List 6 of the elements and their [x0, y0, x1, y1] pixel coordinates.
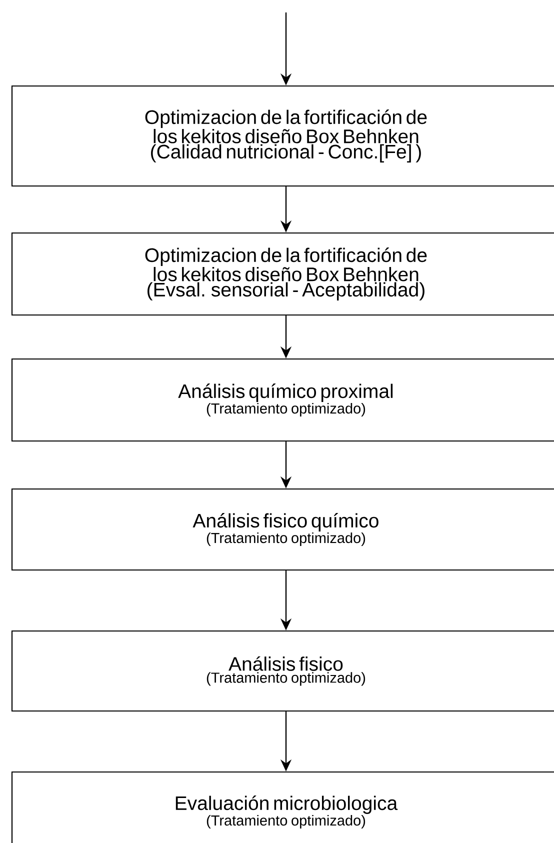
process-box: Optimizacion de la fortificación de los kekitos diseño Box Behnken (Calidad nutricional - Conc.[Fe] ) [11, 85, 554, 187]
process-box: Análisis químico proximal (Tratamiento optimizado) [11, 358, 554, 442]
process-box: Optimizacion de la fortificación de los kekitos diseño Box Behnken (Evsal. sensorial - Aceptabilidad) [11, 232, 554, 316]
process-box: Evaluación microbiologica (Tratamiento optimizado) [11, 771, 554, 843]
process-box: Análisis fisico químico (Tratamiento optimizado) [11, 488, 554, 571]
process-box: Análisis fisico (Tratamiento optimizado) [11, 630, 554, 712]
